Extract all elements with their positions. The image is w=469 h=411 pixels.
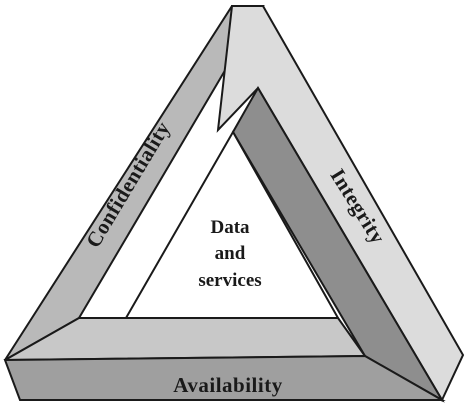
availability-label: Availability — [173, 373, 282, 397]
inner-triangle — [124, 129, 340, 319]
center-label-line3: services — [198, 270, 261, 291]
availability-face — [3, 354, 446, 401]
center-label-line2: and — [215, 243, 246, 264]
center-label-line1: Data — [210, 217, 250, 238]
